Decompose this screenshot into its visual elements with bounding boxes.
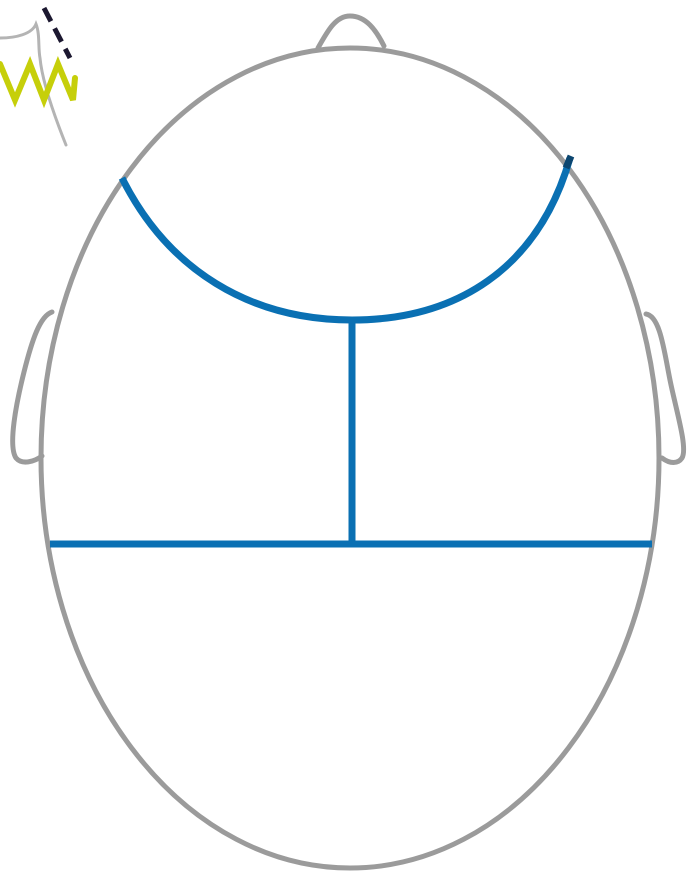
nose xyxy=(318,16,384,48)
partition-lines xyxy=(50,156,652,546)
zigzag-line-icon xyxy=(0,64,75,100)
crown-arc-line xyxy=(122,158,570,320)
corner-dash-line xyxy=(44,8,70,58)
corner-fragment xyxy=(0,8,75,145)
right-ear xyxy=(646,314,684,463)
crown-arc-end-accent xyxy=(566,156,571,168)
